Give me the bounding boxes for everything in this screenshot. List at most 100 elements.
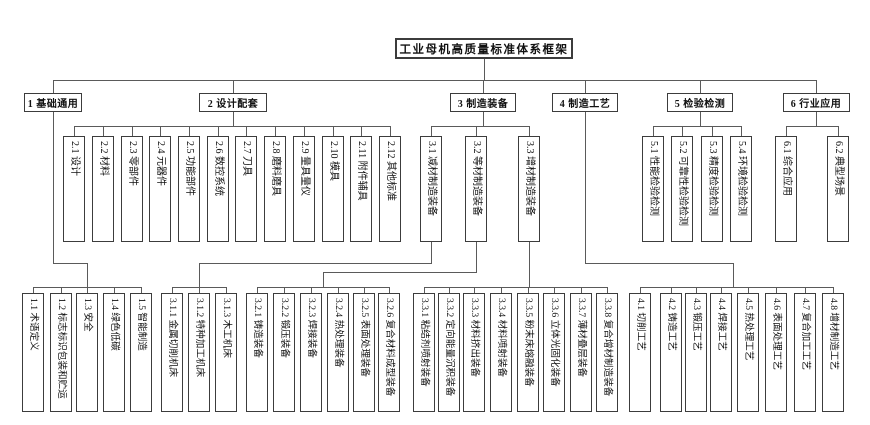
connector-line	[786, 126, 839, 127]
connector-line	[53, 112, 54, 264]
connector-line	[233, 112, 234, 127]
node-3-2-6: 3.2.6 复合材料成型装备	[378, 293, 400, 412]
node-2-2: 2.2 材料	[91, 136, 114, 242]
node-1-4: 1.4 绿色低碳	[103, 293, 125, 412]
connector-line	[501, 287, 502, 294]
vertical-label: 3.3.1 粘结剂喷射装备	[419, 298, 430, 387]
vertical-label: 3.3 增材制造装备	[524, 141, 535, 216]
vertical-label: 4.7 复合加工工艺	[800, 298, 811, 370]
connector-line	[776, 287, 777, 294]
connector-line	[424, 287, 425, 294]
vertical-label: 4.4 焊接工艺	[716, 298, 727, 351]
level1-node-2: 2 设计配套	[199, 93, 267, 112]
vertical-label: 3.1.1 金属切削机床	[167, 298, 178, 378]
connector-line	[431, 242, 432, 264]
connector-line	[338, 287, 339, 294]
vertical-label: 4.5 热处理工艺	[743, 298, 754, 361]
connector-line	[284, 287, 285, 294]
vertical-label: 2.12 其他标准	[385, 141, 396, 201]
node-3-3: 3.3 增材制造装备	[518, 136, 540, 242]
vertical-label: 4.6 表面处理工艺	[771, 298, 782, 370]
level1-node-5: 5 检验检测	[667, 93, 733, 112]
connector-line	[741, 126, 742, 137]
vertical-label: 3.1.3 木工机床	[221, 298, 232, 358]
vertical-label: 2.11 附件辅具	[356, 141, 368, 201]
vertical-label: 3.1.2 特种加工机床	[194, 298, 205, 378]
connector-line	[721, 287, 722, 294]
connector-line	[303, 126, 305, 137]
vertical-label: 6.2 典型场景	[833, 141, 844, 196]
vertical-label: 1.4 绿色低碳	[109, 298, 120, 351]
node-3-2-4: 3.2.4 热处理装备	[327, 293, 349, 412]
node-3-1-3: 3.1.3 木工机床	[215, 293, 237, 412]
connector-line	[431, 126, 530, 127]
connector-line	[172, 287, 173, 294]
connector-line	[733, 263, 734, 288]
vertical-label: 4.1 切削工艺	[635, 298, 646, 351]
connector-line	[233, 80, 234, 94]
vertical-label: 3.1 减材制造装备	[426, 141, 437, 216]
connector-line	[217, 126, 219, 137]
connector-line	[838, 126, 839, 137]
vertical-label: 3.3.2 定向能量沉积装备	[444, 298, 455, 397]
connector-line	[131, 126, 133, 137]
connector-line	[246, 126, 248, 137]
connector-line	[141, 287, 142, 294]
root-node: 工业母机高质量标准体系框架	[395, 38, 573, 59]
vertical-label: 1.2 标志标识包装和贮运	[56, 298, 67, 399]
node-4-3: 4.3 锻压工艺	[685, 293, 707, 412]
vertical-label: 3.3.4 材料喷射装备	[496, 298, 507, 378]
connector-line	[361, 126, 363, 137]
vertical-label: 3.3.6 立体光固化装备	[549, 298, 560, 387]
vertical-label: 3.2.1 铸造装备	[252, 298, 263, 358]
node-4-6: 4.6 表面处理工艺	[765, 293, 787, 412]
node-3-3-8: 3.3.8 复合增材制造装备	[596, 293, 618, 412]
connector-line	[275, 126, 277, 137]
node-6-2: 6.2 典型场景	[827, 136, 849, 242]
vertical-label: 2.6 数控系统	[212, 141, 224, 196]
connector-line	[483, 112, 484, 127]
vertical-label: 6.1 综合应用	[781, 141, 792, 196]
connector-line	[653, 126, 742, 127]
connector-line	[199, 263, 432, 264]
connector-line	[390, 126, 391, 137]
connector-line	[87, 287, 88, 294]
vertical-label: 2.2 材料	[97, 141, 109, 176]
connector-line	[257, 287, 390, 288]
connector-line	[805, 287, 806, 294]
vertical-label: 2.8 磨料磨具	[270, 141, 282, 196]
connector-line	[581, 287, 582, 294]
node-2-4: 2.4 元器件	[149, 136, 172, 242]
node-3-3-6: 3.3.6 立体光固化装备	[543, 293, 565, 412]
vertical-label: 2.5 功能部件	[183, 141, 195, 196]
connector-line	[102, 126, 104, 137]
level1-node-6: 6 行业应用	[782, 93, 850, 112]
connector-line	[653, 126, 654, 137]
vertical-label: 3.2.6 复合材料成型装备	[384, 298, 395, 397]
node-3-2: 3.2 等材制造装备	[465, 136, 487, 242]
vertical-label: 4.8 增材制造工艺	[828, 298, 839, 370]
connector-line	[700, 80, 701, 94]
node-3-3-4: 3.3.4 材料喷射装备	[490, 293, 512, 412]
vertical-label: 2.4 元器件	[155, 141, 167, 186]
node-3-1-2: 3.1.2 特种加工机床	[188, 293, 210, 412]
node-3-1-1: 3.1.1 金属切削机床	[161, 293, 183, 412]
connector-line	[585, 263, 734, 264]
node-6-1: 6.1 综合应用	[775, 136, 797, 242]
connector-line	[529, 242, 530, 288]
connector-line	[671, 287, 672, 294]
vertical-label: 3.2.5 表面处理装备	[359, 298, 370, 378]
node-2-1: 2.1 设计	[63, 136, 85, 242]
node-2-3: 2.3 零部件	[120, 136, 143, 242]
connector-line	[199, 263, 200, 288]
node-2-6: 2.6 数控系统	[206, 136, 229, 242]
node-3-3-5: 3.3.5 粉末床熔融装备	[517, 293, 539, 412]
vertical-label: 3.2.4 热处理装备	[333, 298, 344, 368]
connector-line	[700, 112, 701, 127]
node-5-1: 5.1 性能检验检测	[642, 136, 664, 242]
vertical-label: 2.3 零部件	[126, 141, 138, 186]
node-2-5: 2.5 功能部件	[177, 136, 200, 242]
connector-line	[816, 80, 817, 94]
vertical-label: 1.3 安全	[82, 298, 93, 332]
